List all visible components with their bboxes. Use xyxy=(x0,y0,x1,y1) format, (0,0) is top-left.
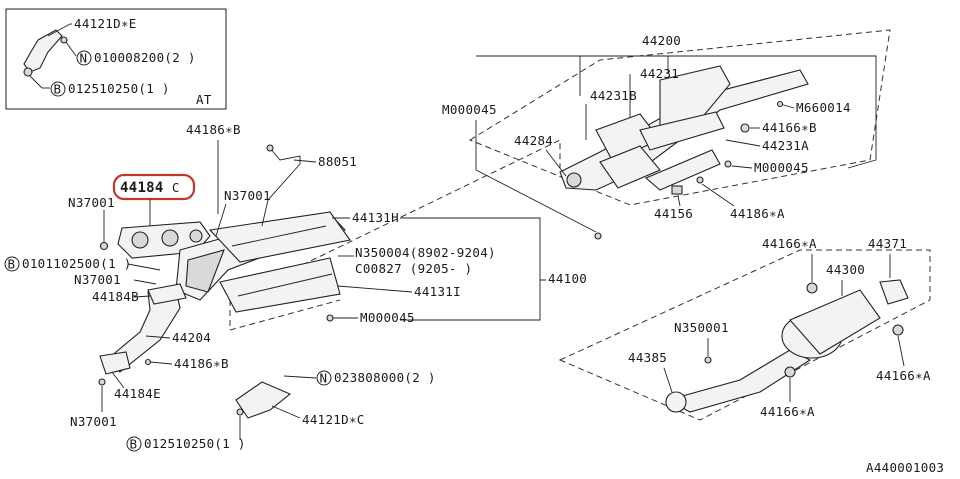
label-n0238: 023808000(2 ) xyxy=(334,370,436,385)
center-pipe-group xyxy=(559,65,809,240)
nut-symbol-low-glyph: N xyxy=(320,371,328,386)
label-44166a-top: 44166∗A xyxy=(762,236,817,251)
nut-44166a-low xyxy=(784,366,796,378)
label-m000045-low: M000045 xyxy=(360,310,415,325)
front-pipe-group xyxy=(98,144,351,419)
label-44131h: 44131H xyxy=(352,210,399,225)
highlight-44184c xyxy=(112,173,196,201)
label-44156: 44156 xyxy=(654,206,693,221)
part-44231b-shield xyxy=(644,149,721,191)
rear-muffler-group xyxy=(665,279,909,413)
label-44231: 44231 xyxy=(640,66,679,81)
part-44300-muffler xyxy=(789,289,881,355)
part-44231-heat-shield xyxy=(659,65,731,131)
label-m000045-r: M000045 xyxy=(754,160,809,175)
part-44131h-heat-shield xyxy=(208,211,351,263)
label-n37001-c: N37001 xyxy=(70,414,117,429)
o2-sensor-88051 xyxy=(266,144,274,152)
label-c00827: C00827 (9205- ) xyxy=(355,261,472,276)
part-44184b-flange xyxy=(147,283,187,305)
inset-at-detail: 44121D∗E N 010008200(2 ) B 012510250(1 )… xyxy=(5,8,227,110)
label-n350004: N350004(8902-9204) xyxy=(355,245,496,260)
label-44371: 44371 xyxy=(868,236,907,251)
label-44184b: 44184B xyxy=(92,289,139,304)
label-44186b-low: 44186∗B xyxy=(174,356,229,371)
label-44166b: 44166∗B xyxy=(762,120,817,135)
reference-code: A440001003 xyxy=(866,460,944,475)
part-rear-pipe xyxy=(666,349,812,413)
label-m000045-top: M000045 xyxy=(442,102,497,117)
part-44284-gasket xyxy=(566,172,582,188)
part-44385-gasket xyxy=(665,391,687,413)
part-catalytic-lower xyxy=(599,145,661,189)
label-b012510250-inset: 012510250(1 ) xyxy=(68,81,170,96)
label-44385: 44385 xyxy=(628,350,667,365)
rear-section-outline xyxy=(558,249,931,421)
bolt-symbol xyxy=(50,81,66,97)
label-44184c-suffix: C xyxy=(172,181,180,195)
nut-symbol-glyph: N xyxy=(80,51,88,66)
label-n350001: N350001 xyxy=(674,320,729,335)
nut-symbol-low xyxy=(316,370,332,386)
nut-44166a-top xyxy=(806,282,818,294)
label-b0101102: 0101102500(1 ) xyxy=(22,256,132,271)
label-n37001-left: N37001 xyxy=(68,195,115,210)
label-44204: 44204 xyxy=(172,330,211,345)
label-44100: 44100 xyxy=(548,271,587,286)
inset-frame xyxy=(5,8,227,110)
bolt-symbol-low xyxy=(126,436,142,452)
part-44371-hanger xyxy=(879,279,909,305)
part-44231a-shield xyxy=(639,111,725,151)
label-44131i: 44131I xyxy=(414,284,461,299)
label-n010008200: 010008200(2 ) xyxy=(94,50,196,65)
bolt-symbol-left xyxy=(4,256,20,272)
nut-n37001-left xyxy=(99,241,109,251)
part-44121dc-bracket xyxy=(235,381,292,419)
inset-bracket-part xyxy=(23,29,63,73)
nut-symbol xyxy=(76,50,92,66)
label-44200: 44200 xyxy=(642,33,681,48)
inset-bolt-head xyxy=(23,67,33,77)
inset-nut-part xyxy=(60,36,68,44)
part-44184e-flange xyxy=(99,351,131,375)
label-88051: 88051 xyxy=(318,154,357,169)
label-44186a: 44186∗A xyxy=(730,206,785,221)
part-44156-sensor xyxy=(671,185,683,195)
label-44186b-top: 44186∗B xyxy=(186,122,241,137)
label-n37001-mid: N37001 xyxy=(224,188,271,203)
bolt-symbol-low-glyph: B xyxy=(130,437,138,452)
label-n37001-b: N37001 xyxy=(74,272,121,287)
label-44284: 44284 xyxy=(514,133,553,148)
label-44184e: 44184E xyxy=(114,386,161,401)
label-b0125-low: 012510250(1 ) xyxy=(144,436,246,451)
label-44231b: 44231B xyxy=(590,88,637,103)
label-44166a-low: 44166∗A xyxy=(760,404,815,419)
label-44231a: 44231A xyxy=(762,138,809,153)
label-at: AT xyxy=(196,92,212,107)
nut-44166a-r xyxy=(892,324,904,336)
label-44184c: 44184 xyxy=(120,180,164,196)
front-section-outline xyxy=(229,139,561,331)
label-44121dc: 44121D∗C xyxy=(302,412,365,427)
bolt-symbol-left-glyph: B xyxy=(8,257,16,272)
label-44166a-r: 44166∗A xyxy=(876,368,931,383)
nut-44166b xyxy=(740,123,750,133)
label-44121de: 44121D∗E xyxy=(74,16,137,31)
part-44131i-heat-shield xyxy=(219,257,341,313)
bolt-symbol-glyph: B xyxy=(54,82,62,97)
label-44300: 44300 xyxy=(826,262,865,277)
label-m660014: M660014 xyxy=(796,100,851,115)
